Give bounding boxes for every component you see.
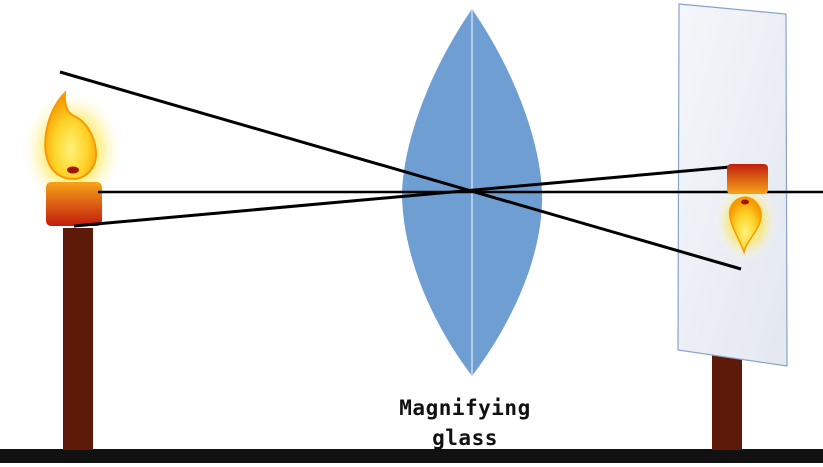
ray-top	[59, 70, 742, 271]
image-candle-body	[727, 164, 768, 194]
image-flame	[728, 196, 762, 255]
candle-stand	[63, 228, 93, 450]
candle-body	[46, 182, 102, 226]
candle-icon	[20, 88, 124, 226]
screen-post	[712, 352, 742, 450]
image-wick	[741, 199, 749, 205]
lens-label-line1: Magnifying	[399, 396, 531, 420]
candle-wick	[67, 166, 79, 174]
ground-line	[0, 449, 823, 463]
lens-label-line2: glass	[432, 426, 498, 450]
ray-bottom	[73, 164, 742, 228]
lens-label: Magnifying glass	[360, 393, 570, 453]
candle-flame	[44, 90, 98, 181]
inverted-image	[714, 164, 778, 262]
